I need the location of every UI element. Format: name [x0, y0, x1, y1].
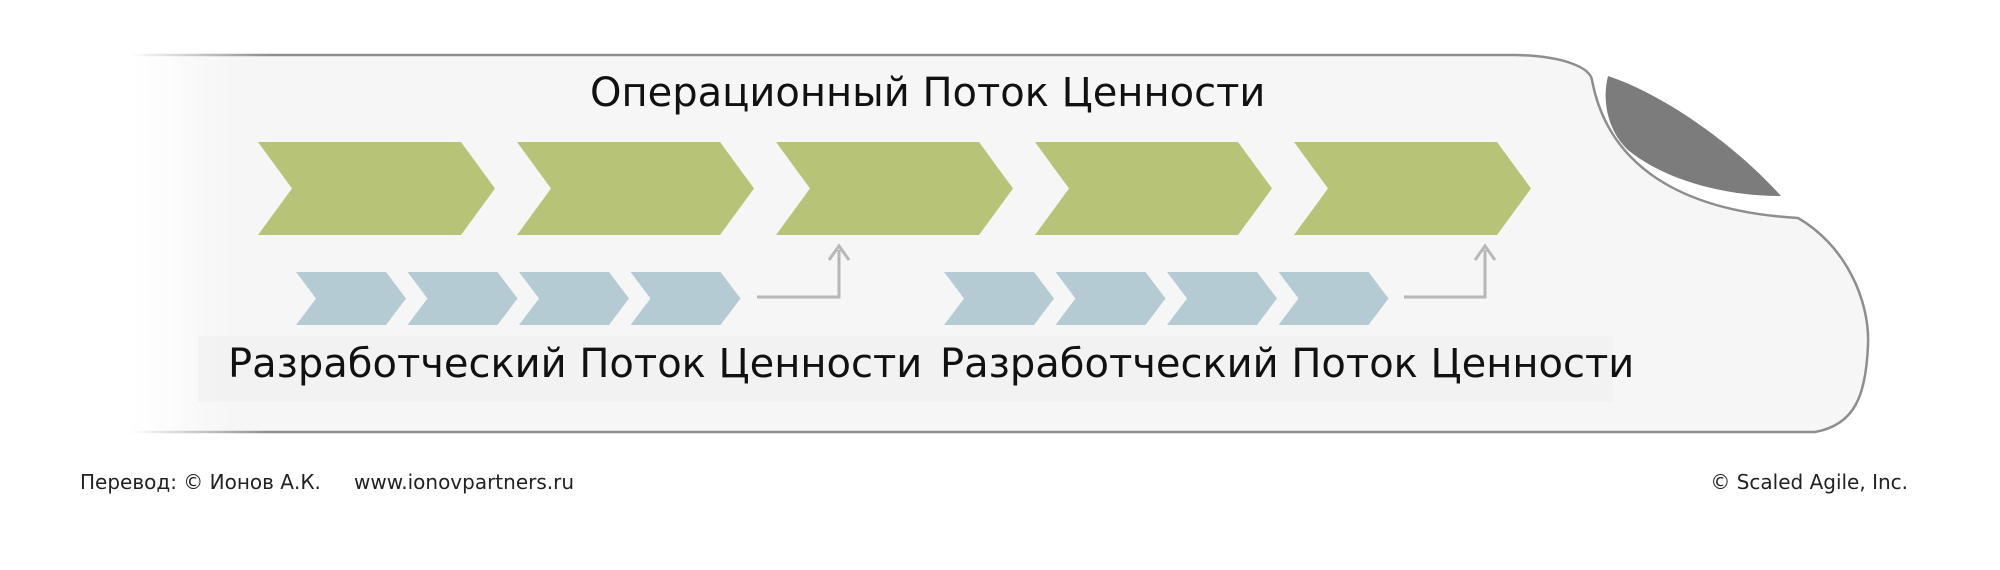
development-step-2-3 [1167, 272, 1277, 325]
operational-value-stream-label: Операционный Поток Ценности [590, 70, 1266, 116]
operational-stream-row [258, 142, 1531, 235]
operational-step-3 [776, 142, 1013, 235]
development-value-stream-label-1: Разработческий Поток Ценности [228, 341, 923, 387]
operational-step-5 [1294, 142, 1531, 235]
development-step-1-4 [630, 272, 741, 325]
development-step-2-2 [1055, 272, 1166, 325]
operational-step-2 [517, 142, 754, 235]
development-stream-row-2 [944, 272, 1389, 325]
operational-step-1 [258, 142, 495, 235]
development-step-1-1 [296, 272, 406, 325]
connector-arrow-1 [757, 243, 851, 299]
development-label-backdrop [198, 336, 1613, 402]
development-step-2-4 [1278, 272, 1389, 325]
development-value-stream-label-2: Разработческий Поток Ценности [940, 341, 1635, 387]
development-step-1-3 [519, 272, 629, 325]
train-window [1605, 76, 1781, 196]
development-step-1-2 [407, 272, 518, 325]
operational-step-4 [1035, 142, 1272, 235]
translation-credit: Перевод: © Ионов А.К. [80, 470, 321, 494]
copyright-notice: © Scaled Agile, Inc. [1710, 470, 1908, 494]
development-step-2-1 [944, 272, 1054, 325]
website-link: www.ionovpartners.ru [354, 470, 575, 494]
connector-arrow-2 [1404, 243, 1497, 299]
development-stream-row-1 [296, 272, 741, 325]
